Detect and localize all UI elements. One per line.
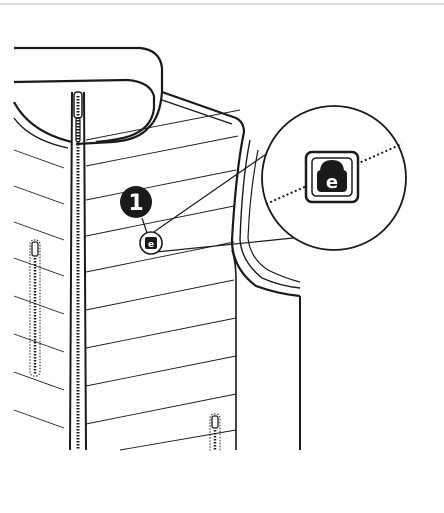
callout-number: 1 — [128, 191, 143, 216]
svg-text:e: e — [326, 172, 338, 193]
right-pocket-zipper — [209, 413, 221, 455]
quilt-lines — [13, 109, 241, 451]
magnifier: e — [261, 105, 407, 251]
collar — [13, 46, 164, 149]
left-pocket-zipper — [29, 239, 41, 377]
chest-badge: e — [139, 231, 163, 255]
shoulder-armhole — [161, 90, 301, 450]
svg-text:e: e — [148, 240, 154, 250]
callout-marker: 1 — [120, 186, 152, 218]
center-zipper — [69, 91, 87, 451]
heated-e-lock-icon: e — [304, 150, 360, 204]
